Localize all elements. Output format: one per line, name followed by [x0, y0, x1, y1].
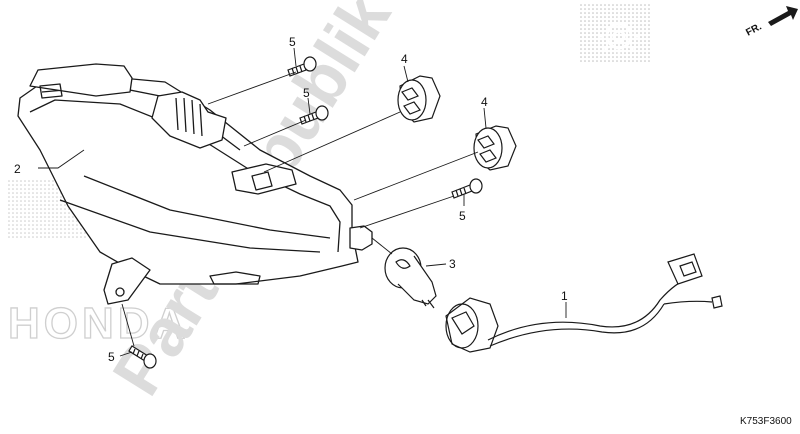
callout-wire-harness: 1 [561, 289, 568, 303]
harness-socket-detail [451, 311, 475, 335]
leader-line-4-lower-ext [353, 151, 479, 201]
leader-line-3-ext [371, 237, 393, 255]
taillight-upper-tab [29, 63, 133, 97]
socket-upper [397, 75, 441, 123]
leader-lines [38, 47, 567, 357]
leader-line-4-upper-ext [263, 111, 401, 173]
leader-line-5-top-ext [207, 71, 297, 105]
harness-connector [667, 253, 703, 285]
leader-line-3 [425, 263, 447, 267]
leader-line-2 [38, 149, 85, 169]
harness-connector-detail [679, 261, 697, 277]
taillight-mount-hole [115, 287, 125, 297]
callout-screw-top: 5 [289, 35, 296, 49]
harness-cable-outline [489, 303, 665, 347]
figure-code: K753F3600 [740, 416, 792, 427]
taillight-upper-slot [39, 83, 63, 99]
callout-bulb: 3 [449, 257, 456, 271]
leader-line-5-bottom-ext [119, 351, 133, 357]
harness-cable [487, 277, 691, 341]
taillight-outer-lens [17, 75, 359, 285]
callouts: 2 5 5 4 4 5 3 1 5 [14, 35, 568, 364]
leader-line-5-top [293, 47, 297, 67]
leader-line-5-mid [307, 97, 311, 115]
leader-line-5-bottom [121, 303, 135, 347]
direction-arrow-icon [768, 6, 798, 26]
screw-right [451, 178, 483, 199]
taillight-assembly [17, 63, 373, 305]
watermark-gear-logo [578, 4, 652, 64]
harness-wire-terminal [711, 295, 723, 309]
callout-socket-lower: 4 [481, 95, 488, 109]
socket-lower [473, 125, 517, 171]
gear-logo-icon [599, 16, 639, 56]
taillight-bulb-stub [349, 225, 373, 251]
callout-screw-bottom: 5 [108, 350, 115, 364]
taillight-rear-boss [151, 91, 227, 149]
callout-screw-right: 5 [459, 209, 466, 223]
harness-socket-face [445, 303, 479, 349]
watermark-honda-text: HONDA [8, 299, 189, 348]
callout-screw-mid: 5 [303, 86, 310, 100]
leader-line-5-mid-ext [243, 119, 307, 147]
leader-line-4-lower [483, 107, 487, 129]
leader-line-5-right-ext [359, 195, 455, 229]
taillight-socket-recess [231, 163, 297, 195]
leader-line-4-upper [403, 65, 409, 83]
wire-harness [445, 253, 723, 353]
bulb [384, 247, 437, 309]
screw-bottom [128, 345, 157, 369]
direction-indicator: FR. [744, 6, 798, 39]
taillight-bottom-clip [209, 271, 261, 285]
direction-label: FR. [744, 21, 764, 38]
taillight-boss-ribs [175, 97, 203, 137]
taillight-lower-lens [59, 175, 331, 253]
harness-wire-lead [663, 300, 713, 305]
callout-taillight: 2 [14, 162, 21, 176]
callout-socket-upper: 4 [401, 52, 408, 66]
taillight-recess-detail [251, 171, 273, 191]
